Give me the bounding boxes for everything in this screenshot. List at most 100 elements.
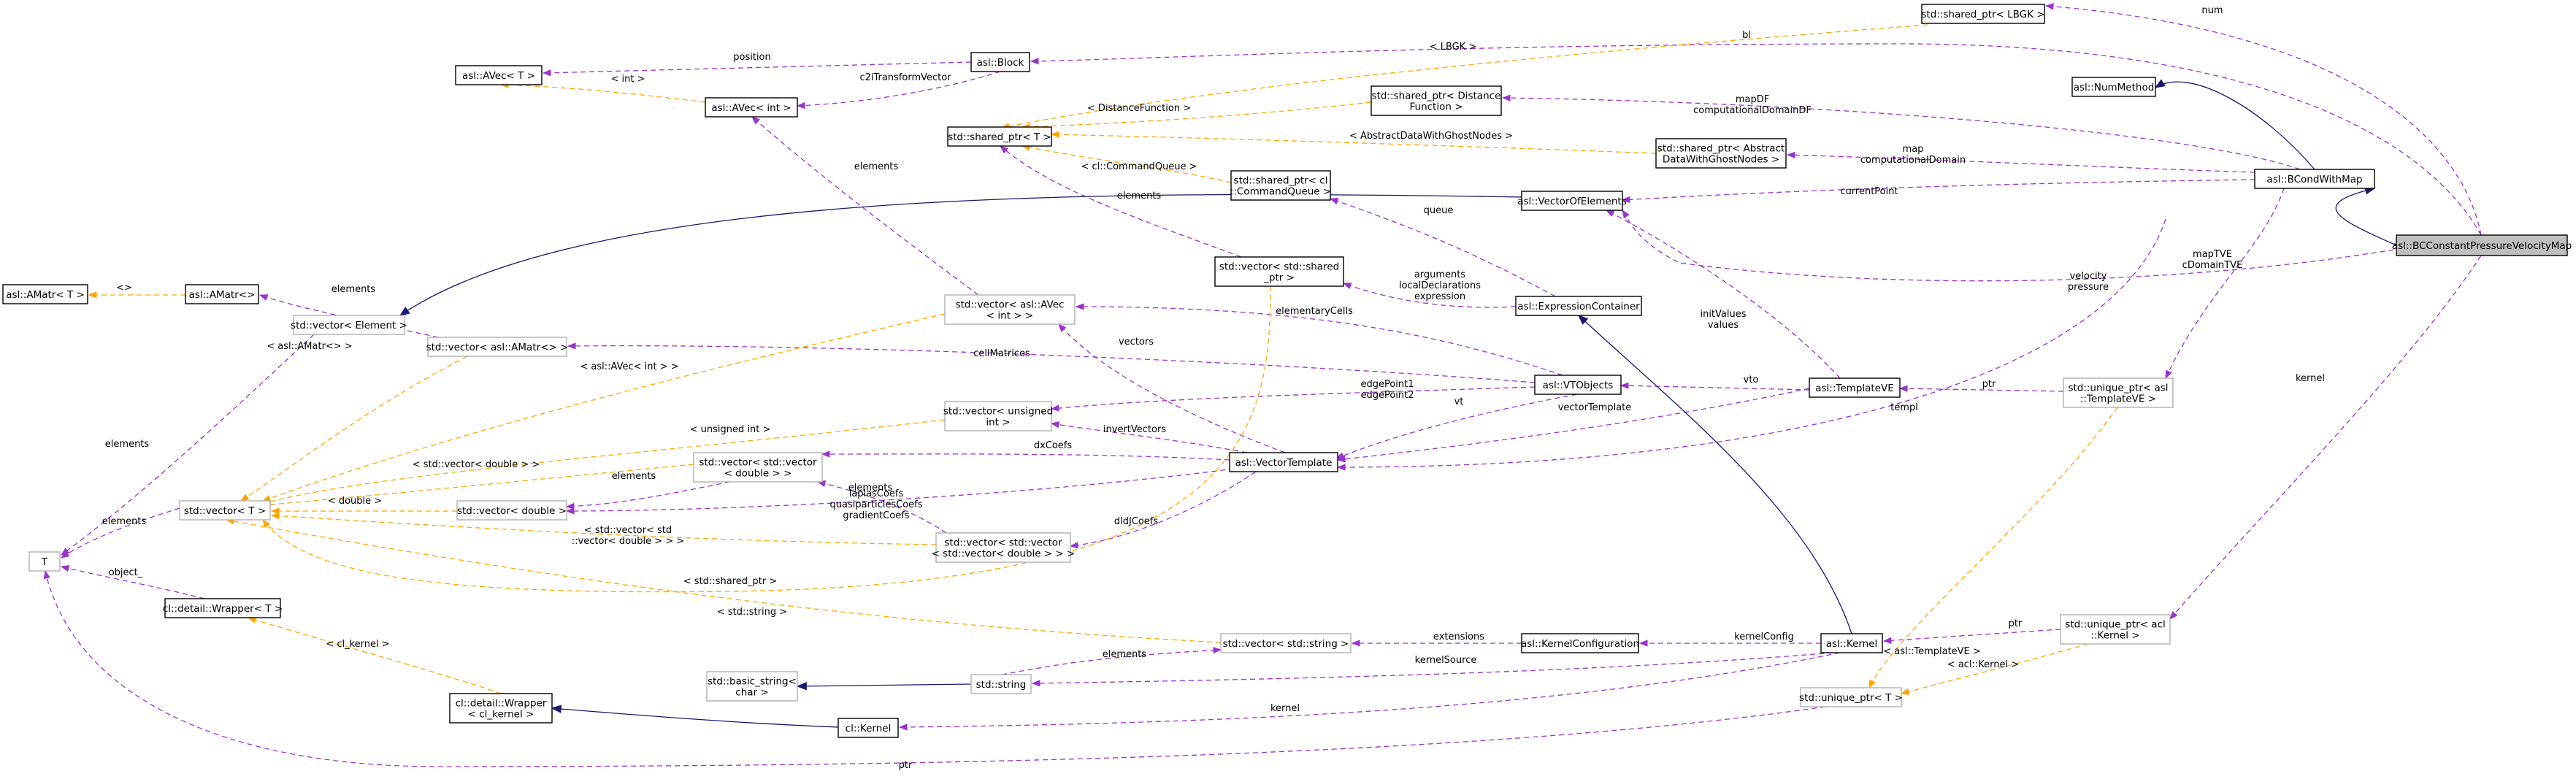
template-edge — [1000, 24, 1928, 130]
edge-label-line: < int > — [611, 74, 645, 85]
node-vecAvec[interactable]: std::vector< asl::AVec< int > > — [944, 294, 1076, 325]
edge-label-aclKernelTmpl: < acl::Kernel > — [1947, 659, 2019, 670]
edge-label-line: < acl::Kernel > — [1947, 659, 2019, 670]
node-label: std::shared_ptr< Distance — [1372, 91, 1501, 102]
usage-edge — [1336, 218, 2166, 471]
node-vecString[interactable]: std::vector< std::string > — [1220, 633, 1352, 653]
edge-label-queue: queue — [1424, 205, 1454, 216]
edge-label-kernelLbl: kernel — [2296, 373, 2325, 384]
edge-label-line: map — [1903, 144, 1924, 155]
node-label: std::shared_ptr< T > — [948, 131, 1051, 143]
node-voe[interactable]: asl::VectorOfElements — [1517, 191, 1627, 211]
node-vecVecDouble[interactable]: std::vector< std::vector< double > > — [693, 452, 823, 483]
node-vecT[interactable]: std::vector< T > — [179, 500, 271, 521]
node-aslKernel[interactable]: asl::Kernel — [1820, 633, 1883, 653]
node-block[interactable]: asl::Block — [970, 52, 1030, 72]
node-label: std::vector< double > — [457, 505, 567, 517]
node-label: std::vector< T > — [184, 505, 266, 517]
node-amat[interactable]: asl::AMatr<> — [185, 284, 259, 304]
node-label: std::vector< Element > — [291, 320, 407, 331]
node-stdString[interactable]: std::string — [970, 674, 1032, 694]
usage-edge — [2169, 255, 2482, 620]
node-amatT[interactable]: asl::AMatr< T > — [2, 284, 88, 304]
node-clKernel[interactable]: cl::Kernel — [837, 718, 899, 738]
node-vtobjects[interactable]: asl::VTObjects — [1534, 375, 1622, 395]
node-label: std::shared_ptr< Abstract — [1657, 143, 1785, 155]
node-kernelConfig[interactable]: asl::KernelConfiguration — [1521, 633, 1639, 653]
edge-label-line: pressure — [2068, 282, 2109, 293]
usage-edge — [1050, 386, 1536, 412]
node-label: ::CommandQueue > — [1230, 186, 1331, 198]
node-vectorTemplate[interactable]: asl::VectorTemplate — [1229, 452, 1338, 472]
node-sharedDF[interactable]: std::shared_ptr< DistanceFunction > — [1371, 85, 1502, 116]
node-vecAmat[interactable]: std::vector< asl::AMatr<> > — [426, 337, 569, 357]
usage-edge — [1050, 421, 1248, 453]
template-edge — [1900, 643, 2089, 695]
node-box — [456, 500, 567, 521]
usage-edge — [1619, 382, 1810, 391]
node-label: std::shared_ptr< cl — [1234, 175, 1328, 187]
node-wrapperKernel[interactable]: cl::detail::Wrapper< cl_kernel > — [449, 693, 553, 724]
node-label: < cl_kernel > — [468, 709, 534, 721]
node-avecInt[interactable]: asl::AVec< int > — [705, 97, 798, 118]
edge-label-line: vt — [1454, 396, 1464, 407]
edge-label-kernelConfigLbl: kernelConfig — [1734, 632, 1794, 642]
node-sharedT[interactable]: std::shared_ptr< T > — [947, 126, 1052, 147]
node-wrapperT[interactable]: cl::detail::Wrapper< T > — [163, 598, 283, 618]
node-exprContainer[interactable]: asl::ExpressionContainer — [1515, 296, 1642, 316]
edge-label-sharedPtrTmpl: < std::shared_ptr > — [683, 576, 777, 587]
node-templateVE[interactable]: asl::TemplateVE — [1809, 377, 1901, 398]
node-vecSharedPtr[interactable]: std::vector< std::shared_ptr > — [1214, 256, 1344, 287]
edge-label-line: elements — [102, 516, 147, 527]
edge-label-line: < LBGK > — [1430, 42, 1477, 53]
node-vecVecVec[interactable]: std::vector< std::vector< std::vector< d… — [932, 532, 1076, 563]
node-box — [1214, 256, 1344, 287]
node-basicString[interactable]: std::basic_string<char > — [706, 671, 798, 702]
usage-edge — [258, 294, 439, 338]
template-edge — [225, 518, 1222, 643]
edge-label-extensions: extensions — [1433, 632, 1484, 642]
usage-edge — [565, 468, 1235, 515]
edge-label-line: vectors — [1119, 337, 1154, 348]
edge-label-amatTmpl: <> — [116, 283, 132, 293]
node-sharedADWGN[interactable]: std::shared_ptr< AbstractDataWithGhostNo… — [1655, 138, 1787, 169]
edge-label-avecIntTmpl: < int > — [611, 74, 645, 85]
node-bcondwithmap[interactable]: asl::BCondWithMap — [2254, 169, 2375, 189]
template-edge — [270, 512, 937, 545]
node-uniqKernel[interactable]: std::unique_ptr< acl::Kernel > — [2060, 614, 2171, 645]
node-avecT[interactable]: asl::AVec< T > — [455, 65, 543, 85]
usage-edge — [1501, 94, 2301, 170]
edge-label-line: c2iTransformVector — [859, 72, 951, 83]
node-T[interactable]: T — [28, 551, 61, 572]
node-vecElement[interactable]: std::vector< Element > — [291, 315, 407, 335]
edge-label-line: initValues — [1700, 309, 1746, 320]
node-label: std::unique_ptr< asl — [2068, 383, 2168, 394]
node-sharedCQ[interactable]: std::shared_ptr< cl::CommandQueue > — [1230, 170, 1331, 201]
node-vecDouble[interactable]: std::vector< double > — [456, 500, 567, 521]
edge-label-line: elements — [1117, 191, 1162, 202]
node-uniqT[interactable]: std::unique_ptr< T > — [1799, 687, 1903, 707]
edge-label-line: < asl::AMatr<> > — [267, 341, 352, 352]
node-box — [1220, 633, 1352, 653]
node-label: std::shared_ptr< LBGK > — [1921, 9, 2044, 20]
edge-label-bl: bl — [1742, 30, 1751, 41]
usage-edge — [2165, 188, 2285, 380]
node-numMethod[interactable]: asl::NumMethod — [2071, 77, 2156, 97]
node-uniqTemplateVE[interactable]: std::unique_ptr< asl::TemplateVE > — [2063, 377, 2174, 408]
node-label: asl::Block — [977, 57, 1024, 69]
edges-layer — [43, 3, 2482, 767]
edge-label-uintTmpl: < unsigned int > — [690, 424, 771, 435]
node-sharedLBGK[interactable]: std::shared_ptr< LBGK > — [1921, 4, 2045, 24]
node-label: < int > > — [986, 310, 1033, 322]
node-label: T — [41, 556, 48, 568]
node-box — [837, 718, 899, 738]
edge-label-lbgk: < LBGK > — [1430, 42, 1477, 53]
node-bc[interactable]: asl::BCConstantPressureVelocityMap — [2392, 234, 2572, 256]
edge-label-cqTmpl: < cl::CommandQueue > — [1081, 161, 1197, 172]
node-label: std::vector< std::vector — [944, 537, 1062, 549]
